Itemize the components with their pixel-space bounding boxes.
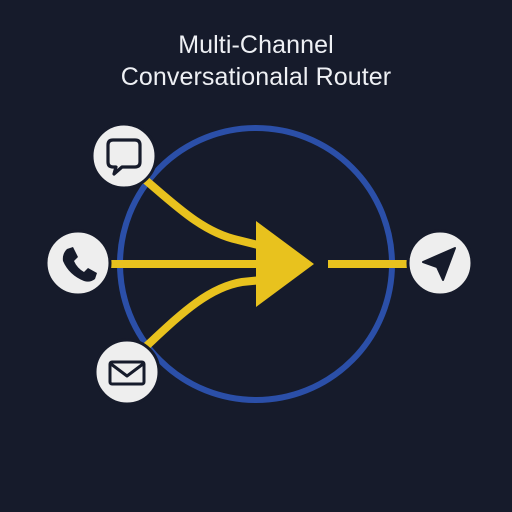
title-line-1: Multi-Channel — [178, 31, 334, 59]
merge-arrowhead — [256, 221, 314, 307]
flow-lines — [100, 168, 412, 355]
node-email[interactable] — [93, 338, 161, 406]
chat-bubble-icon — [106, 138, 142, 176]
phone-icon — [62, 247, 97, 282]
send-arrow-icon — [422, 247, 456, 281]
title-line-2: Conversationalal Router — [120, 63, 392, 91]
flow-line-email — [137, 276, 263, 355]
envelope-icon — [108, 360, 146, 386]
node-output-send[interactable] — [406, 229, 474, 297]
node-phone[interactable] — [44, 229, 112, 297]
node-chat[interactable] — [90, 122, 158, 190]
flow-line-chat — [133, 168, 263, 250]
